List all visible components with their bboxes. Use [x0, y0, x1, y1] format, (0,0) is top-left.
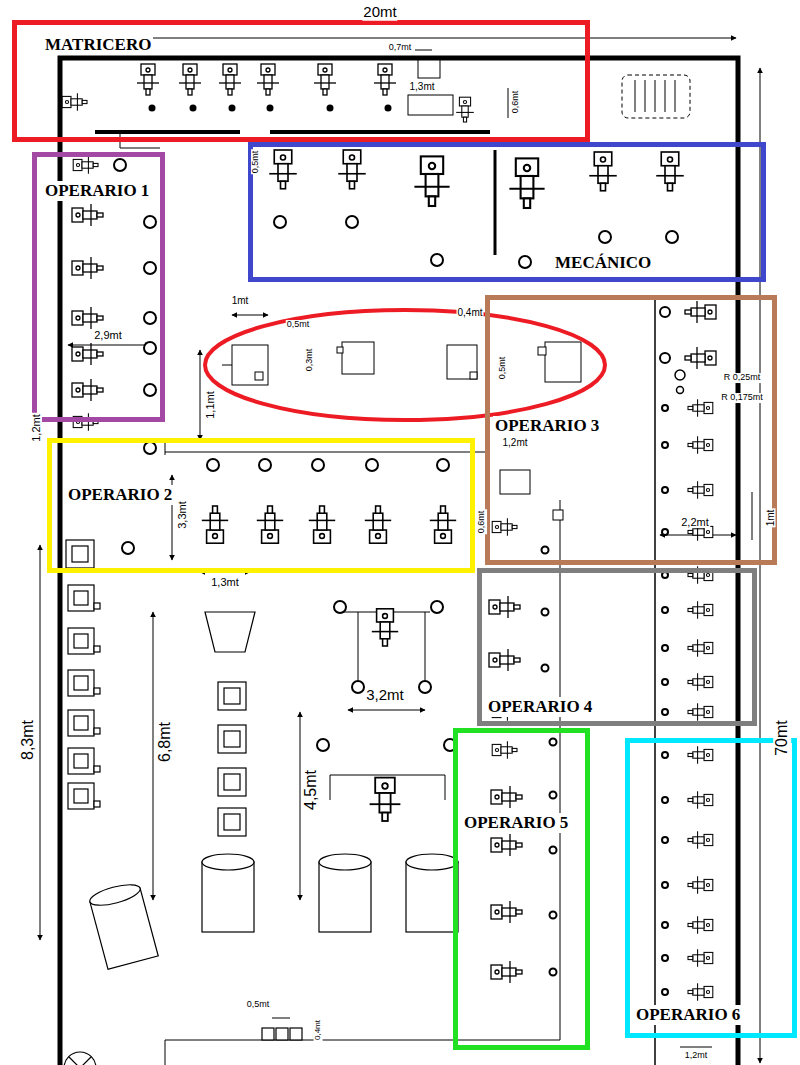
- matricero-machines: [62, 58, 474, 122]
- dimension-label: R 0,25mt: [723, 373, 762, 383]
- center-cabinets: [205, 310, 605, 420]
- dimension-label: 1,1mt: [204, 390, 216, 420]
- dimension-label: 70mt: [773, 719, 791, 757]
- zone-label: OPERARIO 1: [43, 181, 151, 201]
- dimension-label: 1mt: [765, 509, 776, 528]
- dimension-label: 1,3mt: [210, 576, 240, 588]
- work-zone: OPERARIO 5: [453, 728, 590, 1050]
- right-column-machines: [660, 301, 716, 1001]
- dimension-label: 0,5mt: [246, 1000, 271, 1010]
- dimension-label: 0,4mt: [456, 307, 483, 318]
- dimension-label: 1mt: [231, 295, 250, 306]
- dimension-label: 8,3mt: [19, 719, 37, 761]
- tanks-and-bins: [64, 540, 458, 1065]
- dimension-label: 1,2mt: [684, 1051, 709, 1061]
- work-zone: MATRICERO: [12, 20, 590, 142]
- operator4-5-machines: [489, 518, 557, 983]
- dimension-label: 0,5mt: [251, 150, 261, 175]
- work-zone: OPERARIO 4: [477, 568, 757, 726]
- work-zone: OPERARIO 2: [47, 438, 475, 573]
- dimension-label: 0,6mt: [511, 90, 521, 115]
- zone-label: MATRICERO: [43, 35, 153, 55]
- dimension-label: 20mt: [362, 4, 397, 21]
- dimension-label: 0,5mt: [498, 356, 508, 381]
- work-zone: OPERARIO 3: [485, 295, 777, 565]
- operator1-machines: [72, 156, 156, 454]
- zone-label: OPERARIO 6: [634, 1005, 742, 1025]
- dimension-label: 1,2mt: [30, 413, 42, 443]
- zone-label: OPERARIO 4: [486, 697, 594, 717]
- dimension-label: 0,6mt: [477, 510, 487, 535]
- dimension-label: 0,5mt: [286, 320, 311, 330]
- dimension-label: 2,9mt: [93, 329, 123, 341]
- dimension-label: 2,2mt: [680, 516, 710, 528]
- dimension-label: 0,3mt: [305, 348, 315, 373]
- dimension-label: 1,3mt: [408, 81, 435, 92]
- dimension-label: 0,7mt: [388, 43, 413, 53]
- center-machines: [317, 601, 456, 821]
- work-zone: OPERARIO 6: [625, 738, 797, 1038]
- operator2-machines: [122, 459, 563, 554]
- zone-label: MECÁNICO: [553, 253, 653, 273]
- zone-label: OPERARIO 2: [66, 485, 174, 505]
- zone-label: OPERARIO 3: [493, 416, 601, 436]
- dimension-label: 1,2mt: [501, 437, 528, 448]
- dimension-label: 0,4mt: [314, 1019, 323, 1041]
- dimension-lines: [40, 38, 760, 1063]
- mechanic-machines: [269, 150, 684, 268]
- zone-label: OPERARIO 5: [462, 813, 570, 833]
- dimension-label: R 0,175mt: [720, 393, 764, 403]
- dimension-label: 3,3mt: [176, 500, 188, 530]
- work-zone: OPERARIO 1: [32, 152, 165, 422]
- dimension-label: 4,5mt: [302, 769, 320, 811]
- work-zone: MECÁNICO: [248, 142, 766, 282]
- dimension-label: 6,8mt: [156, 721, 174, 763]
- dimension-label: 3,2mt: [365, 687, 405, 704]
